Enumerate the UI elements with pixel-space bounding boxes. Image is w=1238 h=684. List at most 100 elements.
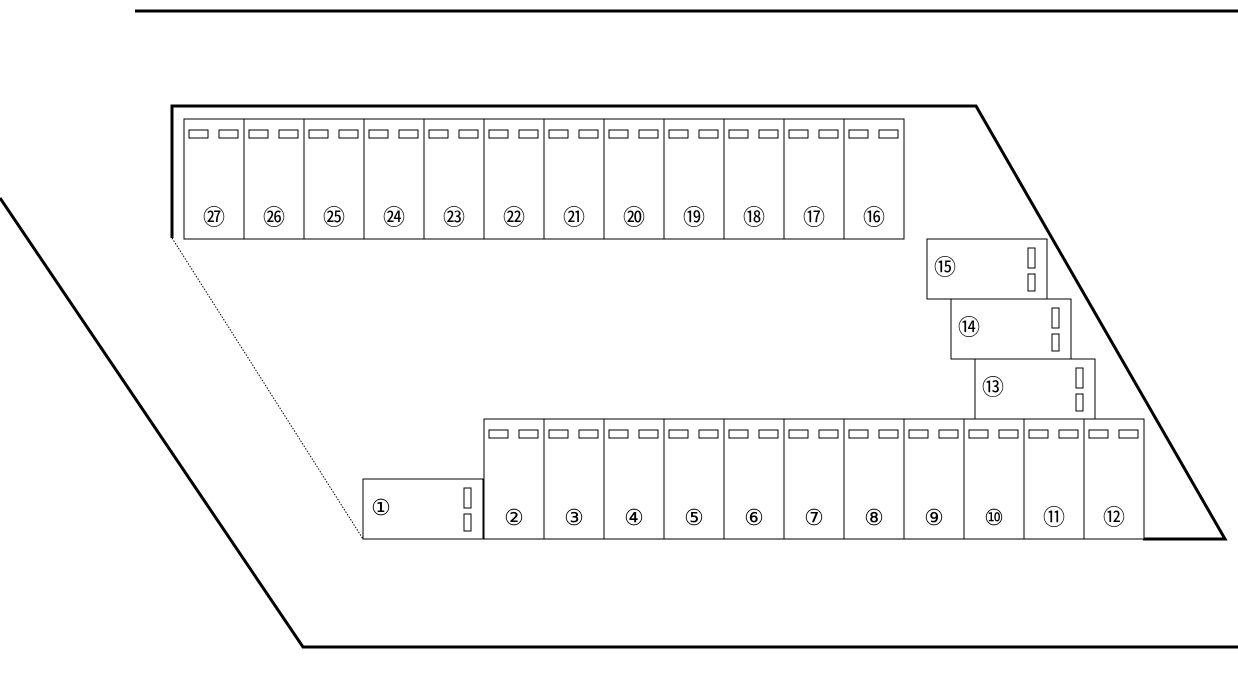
slot-number-label: ⑲: [683, 206, 705, 231]
wheel-stop-marker: [938, 429, 959, 439]
slot-number-label: ㉖: [263, 206, 285, 231]
parking-slot-12[interactable]: ⑫: [1083, 418, 1145, 540]
slot-outline: [663, 418, 725, 540]
slot-number-label: ㉒: [503, 206, 525, 231]
wheel-stop-marker: [368, 129, 389, 139]
parking-slot-11[interactable]: ⑪: [1023, 418, 1085, 540]
outer-road-edge: [0, 197, 1238, 649]
wheel-stop-marker: [818, 129, 839, 139]
wheel-stop-marker: [818, 429, 839, 439]
slot-outline: [843, 118, 905, 240]
wheel-stop-marker: [188, 129, 209, 139]
wheel-stop-marker: [578, 129, 599, 139]
wheel-stop-marker: [308, 129, 329, 139]
parking-slot-8[interactable]: ⑧: [843, 418, 905, 540]
wheel-stop-marker: [638, 129, 659, 139]
wheel-stop-marker: [578, 429, 599, 439]
parking-slot-16[interactable]: ⑯: [843, 118, 905, 240]
parking-slot-22[interactable]: ㉒: [483, 118, 545, 240]
wheel-stop-marker: [848, 129, 869, 139]
wheel-stop-marker: [1028, 429, 1049, 439]
wheel-stop-marker: [848, 429, 869, 439]
parking-slot-19[interactable]: ⑲: [663, 118, 725, 240]
slot-outline: [362, 478, 484, 540]
slot-outline: [663, 118, 725, 240]
parking-slot-4[interactable]: ④: [603, 418, 665, 540]
wheel-stop-marker: [668, 429, 689, 439]
parking-slot-17[interactable]: ⑰: [783, 118, 845, 240]
slot-outline: [483, 418, 545, 540]
wheel-stop-marker: [1027, 247, 1036, 269]
wheel-stop-marker: [518, 429, 539, 439]
wheel-stop-marker: [668, 129, 689, 139]
slot-outline: [723, 418, 785, 540]
wheel-stop-marker: [463, 487, 472, 509]
parking-slot-23[interactable]: ㉓: [423, 118, 485, 240]
parking-slot-5[interactable]: ⑤: [663, 418, 725, 540]
parking-slot-26[interactable]: ㉖: [243, 118, 305, 240]
lot-boundary: [170, 104, 1228, 541]
parking-slot-9[interactable]: ⑨: [903, 418, 965, 540]
slot-outline: [1083, 418, 1145, 540]
slot-number-label: ㉓: [443, 206, 465, 231]
slot-number-label: ㉗: [203, 206, 225, 231]
slot-outline: [303, 118, 365, 240]
parking-slot-13[interactable]: ⑬: [974, 358, 1096, 420]
wheel-stop-marker: [1051, 307, 1060, 329]
slot-number-label: ㉑: [563, 206, 585, 231]
slot-number-label: ④: [624, 506, 644, 531]
slot-outline: [926, 238, 1048, 300]
wheel-stop-marker: [488, 129, 509, 139]
slot-number-label: ⑥: [744, 506, 764, 531]
slot-number-label: ⑰: [803, 206, 825, 231]
slot-number-label: ㉔: [383, 206, 405, 231]
parking-slot-10[interactable]: ⑩: [963, 418, 1025, 540]
wheel-stop-marker: [698, 129, 719, 139]
parking-slot-18[interactable]: ⑱: [723, 118, 785, 240]
wheel-stop-marker: [908, 429, 929, 439]
parking-slot-1[interactable]: ①: [362, 478, 484, 540]
parking-slot-3[interactable]: ③: [543, 418, 605, 540]
slot-outline: [723, 118, 785, 240]
wheel-stop-marker: [458, 129, 479, 139]
wheel-stop-marker: [608, 129, 629, 139]
wheel-stop-marker: [998, 429, 1019, 439]
slot-outline: [603, 418, 665, 540]
wheel-stop-marker: [878, 429, 899, 439]
wheel-stop-marker: [278, 129, 299, 139]
slot-number-label: ⑮: [934, 256, 956, 281]
wheel-stop-marker: [758, 129, 779, 139]
parking-slot-2[interactable]: ②: [483, 418, 545, 540]
wheel-stop-marker: [1051, 333, 1060, 352]
slot-outline: [363, 118, 425, 240]
slot-number-label: ③: [564, 506, 584, 531]
wheel-stop-marker: [728, 129, 749, 139]
slot-outline: [183, 118, 245, 240]
slot-outline: [1023, 418, 1085, 540]
parking-slot-24[interactable]: ㉔: [363, 118, 425, 240]
wheel-stop-marker: [758, 429, 779, 439]
wheel-stop-marker: [248, 129, 269, 139]
slot-number-label: ⑫: [1103, 506, 1125, 531]
slot-number-label: ⑳: [623, 206, 645, 231]
parking-slot-25[interactable]: ㉕: [303, 118, 365, 240]
parking-slot-6[interactable]: ⑥: [723, 418, 785, 540]
wheel-stop-marker: [548, 429, 569, 439]
slot-outline: [950, 298, 1072, 360]
wheel-stop-marker: [968, 429, 989, 439]
parking-slot-21[interactable]: ㉑: [543, 118, 605, 240]
lot-dotted-edge: [171, 237, 364, 540]
parking-slot-20[interactable]: ⑳: [603, 118, 665, 240]
parking-slot-14[interactable]: ⑭: [950, 298, 1072, 360]
wheel-stop-marker: [878, 129, 899, 139]
parking-slot-15[interactable]: ⑮: [926, 238, 1048, 300]
parking-slot-27[interactable]: ㉗: [183, 118, 245, 240]
slot-outline: [543, 118, 605, 240]
wheel-stop-marker: [1088, 429, 1109, 439]
slot-number-label: ⑬: [982, 376, 1004, 401]
parking-slot-7[interactable]: ⑦: [783, 418, 845, 540]
wheel-stop-marker: [1118, 429, 1139, 439]
slot-number-label: ⑦: [804, 506, 824, 531]
slot-outline: [423, 118, 485, 240]
